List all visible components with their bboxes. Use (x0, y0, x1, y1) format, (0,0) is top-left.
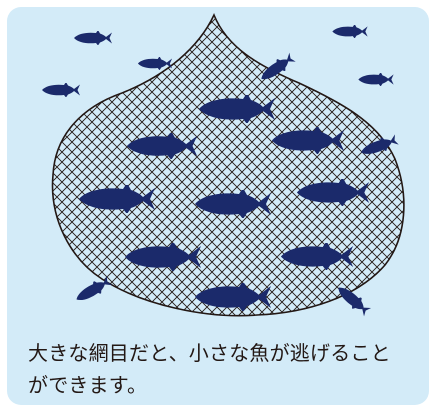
tuna-icon (358, 73, 394, 86)
caption-line-2: ができます。 (28, 373, 148, 397)
tuna-icon (42, 83, 80, 97)
net-illustration (42, 13, 405, 318)
tuna-icon (74, 31, 112, 45)
caption: 大きな網目だと、小さな魚が逃げること ができます。 (28, 337, 423, 401)
caption-line-1: 大きな網目だと、小さな魚が逃げること (28, 341, 391, 365)
tuna-icon (332, 25, 368, 38)
illustration-card: 大きな網目だと、小さな魚が逃げること ができます。 (7, 7, 429, 405)
fishing-net-icon (51, 13, 405, 317)
